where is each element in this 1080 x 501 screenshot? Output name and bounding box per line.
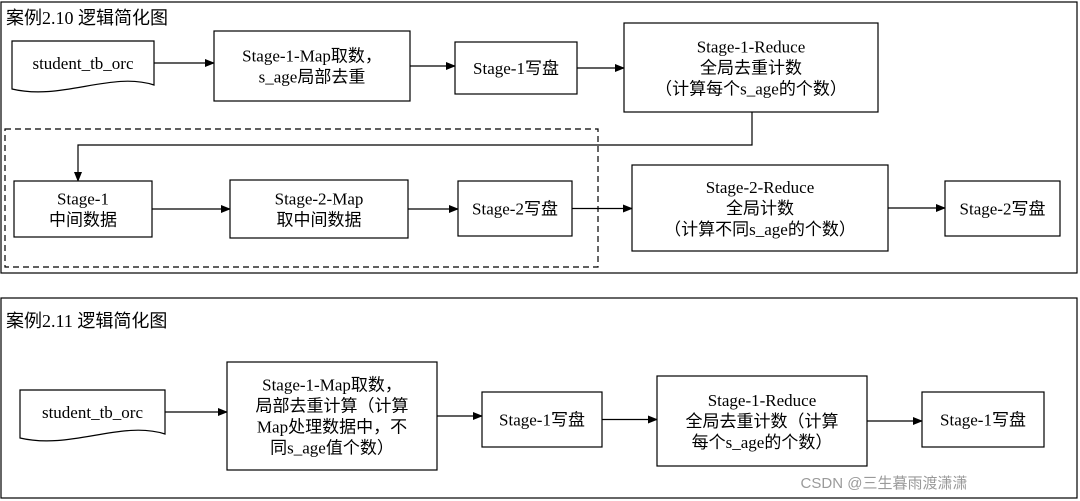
panel-case-2-11 <box>0 297 1078 499</box>
process-box <box>921 391 1045 448</box>
node-label-line: 取中间数据 <box>277 211 362 230</box>
node-label-line: Stage-2-Reduce <box>706 178 815 197</box>
process-box <box>623 22 879 113</box>
node-label-line: 全局去重计数 <box>700 59 802 78</box>
node-label-line: 局部去重计算（计算 <box>256 397 409 416</box>
process-box <box>229 179 409 239</box>
process-box <box>213 30 411 102</box>
node-p1-stage2-write: Stage-2写盘 <box>457 180 573 237</box>
node-label-line: Stage-2写盘 <box>960 200 1046 219</box>
node-p1-stage1-write: Stage-1写盘 <box>454 41 578 95</box>
process-box <box>454 41 578 95</box>
node-label-line: Stage-1-Map取数， <box>242 47 382 66</box>
node-label-line: Map处理数据中，不 <box>257 418 407 437</box>
node-label-line: （计算不同s_age的个数） <box>664 220 856 239</box>
node-label-line: 全局计数 <box>726 199 794 218</box>
node-p2-stage1-write-final: Stage-1写盘 <box>921 391 1045 448</box>
document-shape <box>19 389 166 442</box>
node-label-line: Stage-1-Map取数， <box>262 376 402 395</box>
process-box <box>656 375 868 467</box>
node-label-line: Stage-1 <box>57 190 109 209</box>
stage2-dashed-group <box>4 128 599 268</box>
node-p1-stage1-map: Stage-1-Map取数， s_age局部去重 <box>213 30 411 102</box>
node-label-line: s_age局部去重 <box>259 68 366 87</box>
node-label-line: 同s_age值个数） <box>270 439 394 458</box>
node-label-line: （计算每个s_age的个数） <box>655 80 847 99</box>
node-label-line: student_tb_orc <box>42 403 143 422</box>
process-box <box>226 361 438 471</box>
node-p2-stage1-write: Stage-1写盘 <box>481 391 603 448</box>
process-box <box>481 391 603 448</box>
node-label-line: 全局去重计数（计算 <box>686 412 839 431</box>
process-box <box>944 180 1061 237</box>
process-box <box>457 180 573 237</box>
process-box <box>13 180 153 238</box>
node-label-line: Stage-2-Map <box>275 190 364 209</box>
node-label-line: student_tb_orc <box>32 54 133 73</box>
node-label-line: Stage-1写盘 <box>499 411 585 430</box>
node-p1-stage2-map: Stage-2-Map 取中间数据 <box>229 179 409 239</box>
document-shape <box>11 40 155 93</box>
node-p1-stage1-reduce: Stage-1-Reduce 全局去重计数 （计算每个s_age的个数） <box>623 22 879 113</box>
panel-title-case-2-11: 案例2.11 逻辑简化图 <box>6 311 167 331</box>
panel-title-case-2-10: 案例2.10 逻辑简化图 <box>6 8 168 28</box>
process-box <box>631 164 889 252</box>
node-label-line: Stage-1-Reduce <box>697 38 806 57</box>
edge-p1-stage1-reduce-to-p1-stage1-intermediate <box>74 112 753 182</box>
panel-case-2-10 <box>0 1 1078 274</box>
node-label-line: 每个s_age的个数） <box>692 433 833 452</box>
node-p1-stage2-write-final: Stage-2写盘 <box>944 180 1061 237</box>
node-label-line: Stage-1写盘 <box>473 59 559 78</box>
node-label-line: Stage-1写盘 <box>940 411 1026 430</box>
node-label-line: Stage-1-Reduce <box>708 391 817 410</box>
node-p1-source: student_tb_orc <box>11 40 155 93</box>
node-label-line: Stage-2写盘 <box>472 200 558 219</box>
node-p2-stage1-map: Stage-1-Map取数， 局部去重计算（计算 Map处理数据中，不同s_age值… <box>226 361 438 471</box>
node-p2-stage1-reduce: Stage-1-Reduce 全局去重计数（计算每个s_age的个数） <box>656 375 868 467</box>
node-p1-stage1-intermediate: Stage-1 中间数据 <box>13 180 153 238</box>
node-p1-stage2-reduce: Stage-2-Reduce 全局计数 （计算不同s_age的个数） <box>631 164 889 252</box>
node-label-line: 中间数据 <box>49 211 117 230</box>
edges-layer <box>74 59 946 425</box>
node-p2-source: student_tb_orc <box>19 389 166 442</box>
watermark-text: CSDN @三生暮雨渡潇潇 <box>801 475 968 492</box>
